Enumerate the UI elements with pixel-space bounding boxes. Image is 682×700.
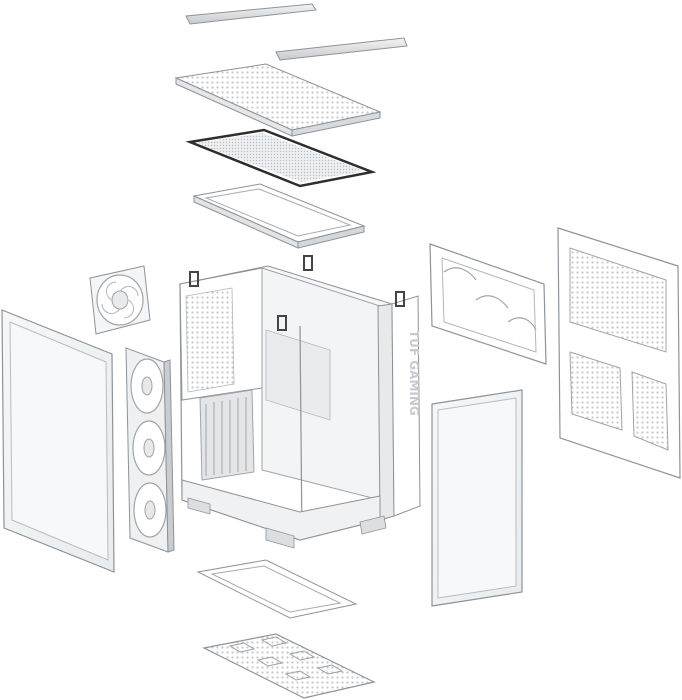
front-fan-3 (133, 482, 167, 538)
front-fan-1 (130, 358, 164, 414)
bottom-dust-filter (202, 633, 376, 699)
right-glass-side-panel (431, 389, 523, 607)
bottom-frame-bracket (196, 559, 358, 619)
front-fan-column (125, 347, 175, 553)
top-mesh-cover (174, 63, 382, 137)
right-rear-side-panel (557, 227, 681, 479)
top-frame-bracket (192, 183, 366, 249)
side-fan-bracket (429, 243, 547, 365)
top-trim-strip-upper (185, 3, 317, 25)
case-brand-text: TUF GAMING (407, 330, 421, 416)
top-dust-filter (185, 128, 377, 188)
main-chassis: TUF GAMING (178, 255, 421, 549)
pci-expansion-slots (199, 389, 255, 481)
rear-fan (89, 265, 151, 335)
left-glass-side-panel (1, 309, 115, 573)
front-fan-2 (132, 420, 166, 476)
top-trim-strip-lower (275, 37, 408, 61)
